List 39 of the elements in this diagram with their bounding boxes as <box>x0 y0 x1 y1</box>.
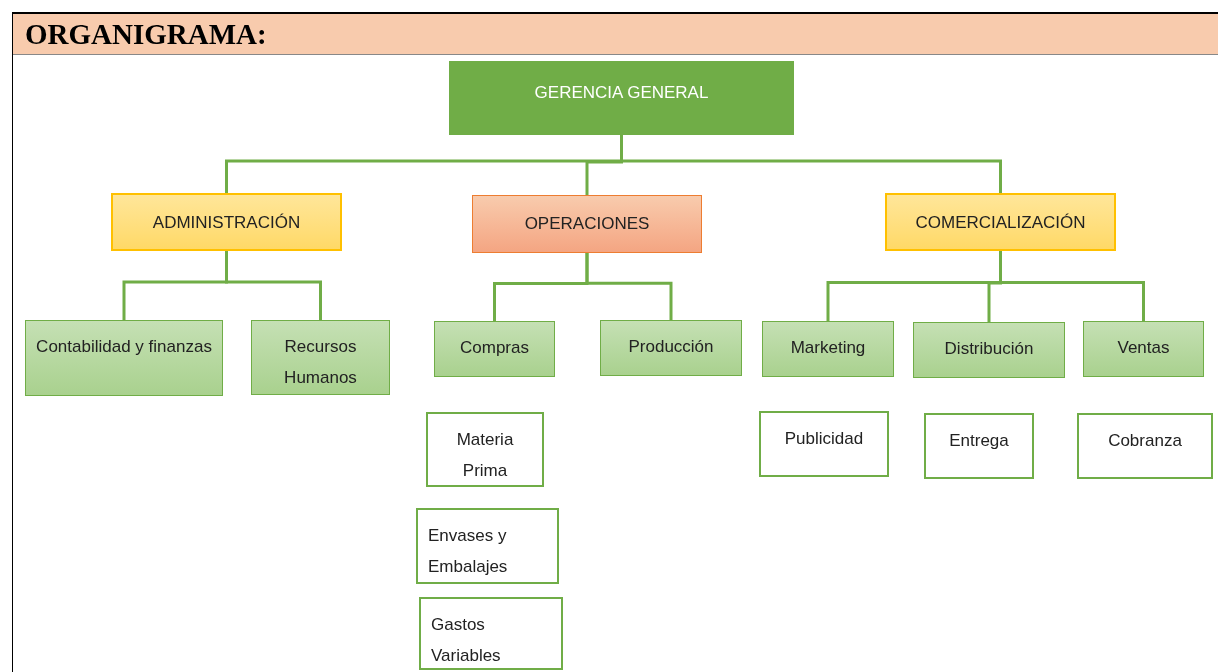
unit-box <box>251 320 390 395</box>
box-label: Compras <box>459 337 530 359</box>
unit-box <box>913 322 1065 378</box>
unit-box <box>1083 321 1204 377</box>
box-label: Cobranza <box>1107 430 1183 452</box>
box-label: COMERCIALIZACIÓN <box>914 212 1087 234</box>
unit-box <box>25 320 223 396</box>
box-label: Producción <box>627 336 715 358</box>
management-box <box>449 61 794 135</box>
box-label: OPERACIONES <box>523 213 651 235</box>
box-label: Entrega <box>948 430 1010 452</box>
unit-box <box>762 321 894 377</box>
connector-line <box>620 135 1002 193</box>
unit-box <box>434 321 555 377</box>
subunit-box <box>419 597 563 670</box>
unit-box <box>600 320 742 376</box>
department-box <box>111 193 342 251</box>
box-label: Ventas <box>1116 337 1171 359</box>
box-label: Marketing <box>789 337 867 359</box>
subunit-box <box>924 413 1034 479</box>
subunit-box <box>1077 413 1213 479</box>
connector-line <box>225 251 322 320</box>
box-label: Contabilidad y finanzas <box>35 336 213 358</box>
subunit-box <box>426 412 544 487</box>
box-label: GERENCIA GENERAL <box>533 82 710 104</box>
department-box <box>472 195 702 253</box>
box-label: Materia Prima <box>455 429 515 482</box>
box-label: ADMINISTRACIÓN <box>151 212 302 234</box>
box-label: Distribución <box>943 338 1035 360</box>
department-box <box>885 193 1116 251</box>
connector-line <box>999 251 1145 321</box>
connector-line <box>585 253 673 320</box>
box-label: Gastos Variables <box>430 614 502 667</box>
subunit-box <box>416 508 559 584</box>
box-label: Envases y Embalajes <box>427 525 509 578</box>
box-label: Publicidad <box>783 428 865 450</box>
subunit-box <box>759 411 889 477</box>
title: ORGANIGRAMA: <box>25 19 267 49</box>
box-label: Recursos Humanos <box>283 336 358 389</box>
